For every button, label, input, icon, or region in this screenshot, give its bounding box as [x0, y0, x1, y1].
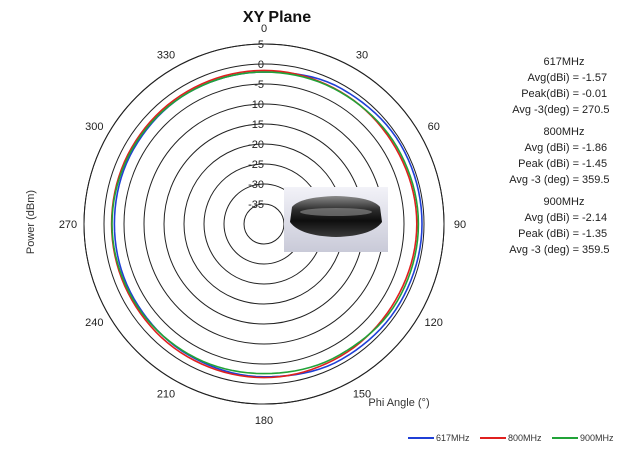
stat-value: 270.5: [582, 104, 610, 116]
radial-tick-label: -30: [248, 179, 264, 191]
legend-item: 617MHz: [408, 433, 470, 443]
series-lines: [110, 69, 423, 379]
angle-tick-label: 300: [85, 121, 103, 133]
legend-item: 800MHz: [480, 433, 542, 443]
angle-tick-label: 0: [261, 23, 267, 35]
chart-title: XY Plane: [243, 9, 311, 26]
angle-tick-label: 180: [255, 415, 273, 427]
stat-value: -2.14: [582, 212, 608, 224]
stat-row: Peak (dBi) =-1.35: [498, 226, 616, 242]
stat-label: Avg (dBi) =: [524, 142, 579, 154]
stat-row: Avg -3(deg) =270.5: [498, 102, 616, 118]
radial-tick-label: -20: [248, 139, 264, 151]
grid-ring: [83, 43, 445, 405]
angle-tick-label: 330: [157, 49, 175, 61]
stat-title: 617MHz: [543, 56, 585, 68]
legend-label: 617MHz: [436, 433, 470, 443]
stat-label: Peak (dBi) =: [518, 158, 579, 170]
stat-value: 359.5: [582, 244, 610, 256]
series-line-900MHz: [111, 71, 420, 375]
radial-tick-label: -5: [254, 79, 264, 91]
grid-ring: [83, 43, 445, 405]
radial-tick-label: 5: [258, 39, 264, 51]
radial-tick-label: -10: [248, 99, 264, 111]
stat-label: Avg(dBi) =: [527, 72, 579, 84]
stat-row: Avg (dBi) =-1.86: [498, 140, 616, 156]
x-axis-label: Phi Angle (°): [368, 397, 429, 409]
stat-row: Avg -3 (deg) =359.5: [498, 242, 616, 258]
stat-label: Avg -3(deg) =: [512, 104, 579, 116]
angle-tick-label: 60: [428, 121, 440, 133]
polar-grid: [83, 43, 445, 405]
grid-ring: [123, 83, 405, 365]
angle-tick-label: 270: [59, 219, 77, 231]
radial-tick-labels: 5 0 -5 -10 -15 -20 -25 -30 -35: [248, 39, 264, 211]
stat-row: Avg -3 (deg) =359.5: [498, 172, 616, 188]
stat-title: 900MHz: [543, 196, 585, 208]
angle-tick-label: 30: [356, 49, 368, 61]
stat-value: -1.57: [582, 72, 608, 84]
legend-swatch: [480, 437, 506, 439]
radial-tick-label: -15: [248, 119, 264, 131]
stat-row: Peak(dBi) =-0.01: [498, 86, 616, 102]
stat-value: -1.45: [582, 158, 608, 170]
stat-label: Avg (dBi) =: [524, 212, 579, 224]
legend-item: 900MHz: [552, 433, 614, 443]
angle-tick-labels: 0 30 60 90 120 150 180 210 240 270 300 330: [59, 23, 466, 427]
y-axis-label: Power (dBm): [25, 190, 37, 254]
angle-tick-label: 90: [454, 219, 466, 231]
stat-value: 359.5: [582, 174, 610, 186]
radial-tick-label: -25: [248, 159, 264, 171]
legend-label: 800MHz: [508, 433, 542, 443]
stat-label: Peak(dBi) =: [521, 88, 579, 100]
stat-label: Avg -3 (deg) =: [509, 174, 579, 186]
stat-row: Peak (dBi) =-1.45: [498, 156, 616, 172]
stat-row: Avg (dBi) =-2.14: [498, 210, 616, 226]
stat-value: -1.35: [582, 228, 608, 240]
radial-tick-label: 0: [258, 59, 264, 71]
radial-tick-label: -35: [248, 199, 264, 211]
angle-tick-label: 240: [85, 317, 103, 329]
stat-value: -1.86: [582, 142, 608, 154]
stat-label: Peak (dBi) =: [518, 228, 579, 240]
stat-row: Avg(dBi) =-1.57: [498, 70, 616, 86]
stat-value: -0.01: [582, 88, 608, 100]
angle-tick-label: 150: [353, 389, 371, 401]
stat-label: Avg -3 (deg) =: [509, 244, 579, 256]
angle-tick-label: 210: [157, 389, 175, 401]
stat-title: 800MHz: [543, 126, 585, 138]
series-line-800MHz: [110, 69, 418, 379]
antenna-image: [284, 187, 388, 252]
grid-ring: [103, 63, 425, 385]
legend-swatch: [552, 437, 578, 439]
angle-tick-label: 120: [425, 317, 443, 329]
legend-swatch: [408, 437, 434, 439]
legend-label: 900MHz: [580, 433, 614, 443]
chart-legend: 617MHz 800MHz 900MHz: [408, 433, 630, 447]
